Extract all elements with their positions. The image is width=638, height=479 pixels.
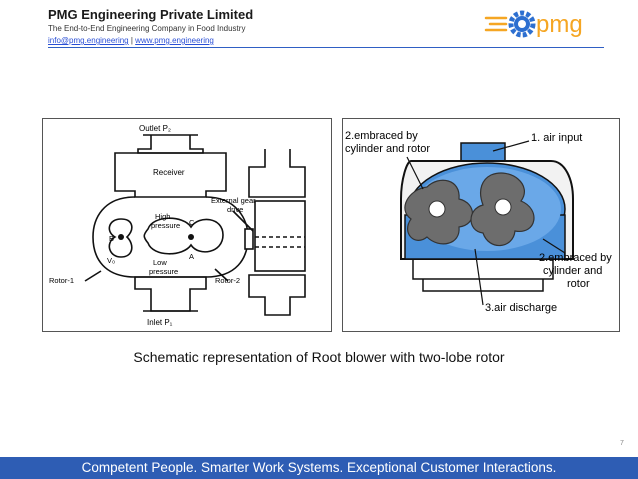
high-pressure-label-1: High: [155, 212, 170, 221]
header-divider: [48, 47, 604, 48]
high-pressure-label-2: pressure: [151, 221, 180, 230]
gear-icon: [508, 10, 536, 38]
gear-drive-label-1: External gear: [211, 196, 256, 205]
website-link[interactable]: www.pmg.engineering: [135, 36, 214, 45]
figure-caption: Schematic representation of Root blower …: [133, 349, 505, 365]
root-blower-schematic: Outlet P₂ Receiver High pressure Low pre…: [49, 124, 306, 327]
low-pressure-label-1: Low: [153, 258, 167, 267]
gear-drive-label-2: drive: [227, 205, 243, 214]
company-tagline: The End-to-End Engineering Company in Fo…: [48, 24, 246, 33]
email-link[interactable]: info@pmg.engineering: [48, 36, 129, 45]
contact-links: info@pmg.engineering | www.pmg.engineeri…: [48, 36, 214, 45]
footer-banner: Competent People. Smarter Work Systems. …: [0, 457, 638, 479]
point-a-label: A: [189, 252, 194, 261]
company-name: PMG Engineering Private Limited: [48, 7, 254, 22]
inlet-label: Inlet P₁: [147, 318, 173, 327]
receiver-label: Receiver: [153, 168, 185, 177]
pmg-logo: pmg: [484, 10, 583, 38]
low-pressure-label-2: pressure: [149, 267, 178, 276]
root-blower-schematic-panel: Outlet P₂ Receiver High pressure Low pre…: [42, 118, 332, 332]
outlet-label: Outlet P₂: [139, 124, 171, 133]
air-discharge-label: 3.air discharge: [485, 302, 557, 314]
embraced-right-label-3: rotor: [567, 278, 590, 290]
link-separator: |: [130, 36, 133, 45]
point-c-label: C: [189, 218, 195, 227]
embraced-top-label-2: cylinder and rotor: [345, 143, 430, 155]
point-b-label: B: [109, 234, 114, 243]
root-blower-illustration-panel: 2.embraced by cylinder and rotor 1. air …: [342, 118, 620, 332]
rotor2-label: Rotor-2: [215, 276, 240, 285]
page-number: 7: [620, 440, 624, 447]
vo-label: V₀: [107, 256, 115, 265]
speed-lines-icon: [484, 16, 508, 32]
embraced-right-label-1: 2.embraced by: [539, 252, 612, 264]
root-blower-illustration: 2.embraced by cylinder and rotor 1. air …: [345, 130, 612, 314]
logo-text: pmg: [536, 11, 583, 38]
embraced-top-label-1: 2.embraced by: [345, 130, 418, 142]
air-input-label: 1. air input: [531, 132, 582, 144]
rotor1-label: Rotor-1: [49, 276, 74, 285]
embraced-right-label-2: cylinder and: [543, 265, 602, 277]
